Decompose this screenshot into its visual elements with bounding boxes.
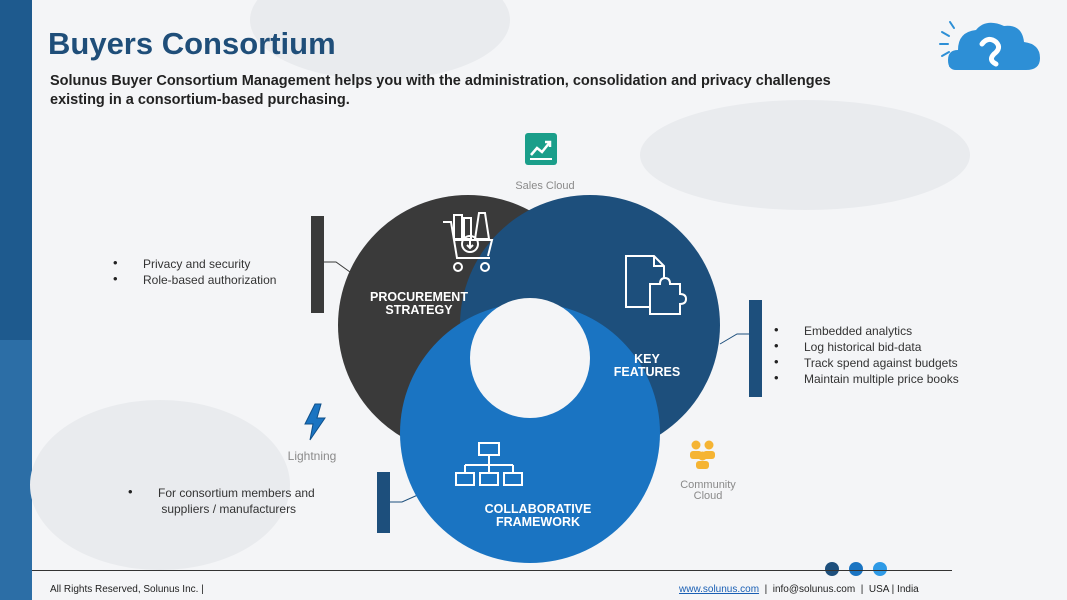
footer-copyright: All Rights Reserved, Solunus Inc. | (50, 584, 204, 595)
key-features-label-2: FEATURES (614, 365, 680, 379)
lightning-label: Lightning (287, 449, 337, 463)
community-cloud-icon (690, 440, 715, 469)
footer-separator: | (759, 584, 773, 595)
page-subtitle: Solunus Buyer Consortium Management help… (50, 73, 831, 108)
document-puzzle-icon (625, 255, 688, 315)
community-cloud-label-1: Community (680, 479, 736, 491)
solunus-logo (939, 21, 1040, 70)
background-cloud (640, 100, 970, 210)
list-item: For consortium members and (128, 484, 315, 501)
website-link[interactable]: www.solunus.com (679, 584, 760, 595)
org-chart-icon (455, 442, 523, 486)
left-accent-band (0, 0, 32, 600)
collaborative-bar (377, 472, 390, 533)
list-item: suppliers / manufacturers (158, 502, 297, 516)
procurement-bar (311, 216, 324, 313)
collab-bullets: For consortium members and suppliers / m… (128, 484, 315, 517)
collaborative-circle (400, 303, 660, 563)
footer-contact: www.solunus.com | info@solunus.com | USA… (679, 584, 919, 595)
procurement-label-1: PROCUREMENT (370, 290, 468, 304)
features-bar (749, 300, 762, 397)
lightning-icon (304, 403, 326, 441)
list-item: Privacy and security (113, 255, 276, 272)
nav-dot-1 (825, 562, 839, 576)
procurement-bullets: Privacy and security Role-based authoriz… (113, 255, 276, 288)
key-features-label-1: KEY (634, 352, 660, 366)
collaborative-label-2: FRAMEWORK (496, 515, 580, 529)
nav-dot-2 (849, 562, 863, 576)
collaborative-label-1: COLLABORATIVE (485, 502, 592, 516)
list-item: Track spend against budgets (774, 354, 959, 371)
list-item: Embedded analytics (774, 322, 959, 339)
list-item: Log historical bid-data (774, 338, 959, 355)
list-item: Maintain multiple price books (774, 370, 959, 387)
footer-regions: USA | India (868, 584, 919, 595)
community-cloud-label-2: Cloud (693, 490, 723, 502)
nav-dot-3 (873, 562, 887, 576)
footer-separator: | (855, 584, 869, 595)
footer-divider (32, 570, 952, 571)
footer-email: info@solunus.com (772, 584, 856, 595)
features-bullets: Embedded analytics Log historical bid-da… (774, 322, 959, 387)
list-item: Role-based authorization (113, 271, 276, 288)
sales-cloud-icon (525, 133, 557, 165)
center-hole (470, 298, 590, 418)
procurement-label-2: STRATEGY (385, 303, 453, 317)
page-title: Buyers Consortium (48, 26, 336, 61)
sales-cloud-label: Sales Cloud (515, 180, 575, 192)
shopping-cart-icon (443, 212, 494, 272)
